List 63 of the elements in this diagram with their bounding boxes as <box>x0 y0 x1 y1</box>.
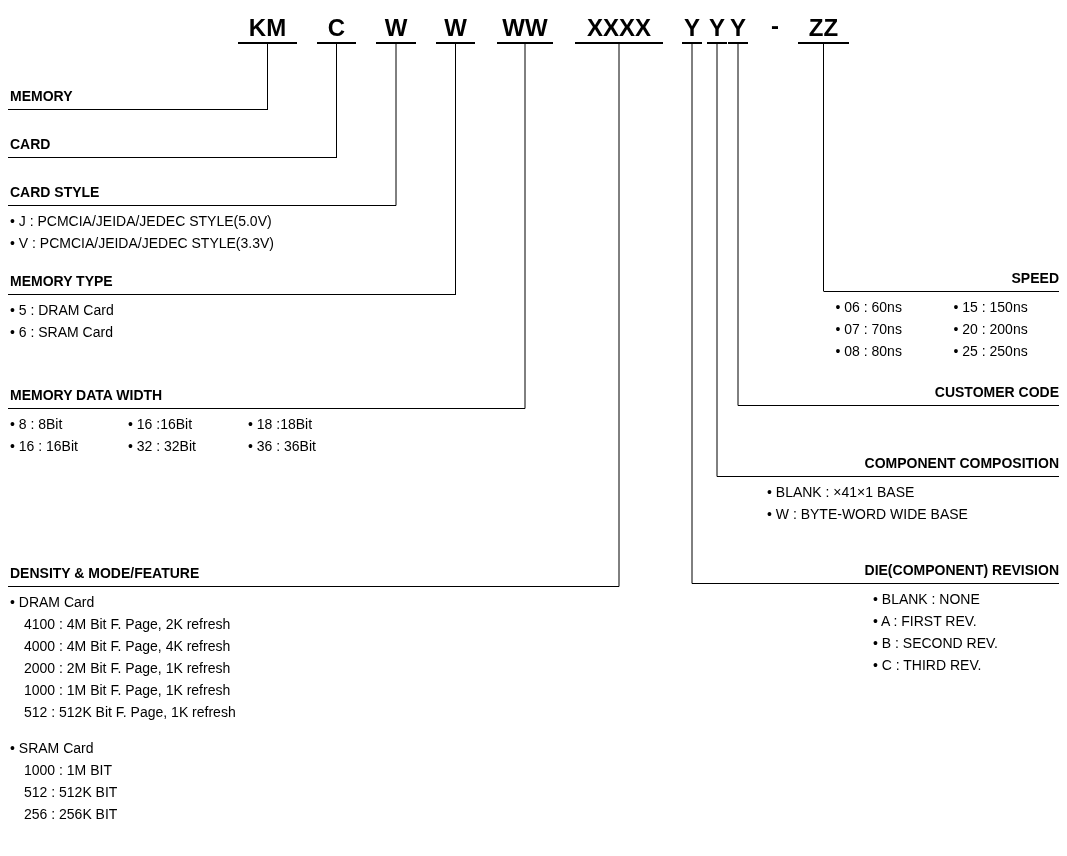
option-text: 4000 : 4M Bit F. Page, 4K refresh <box>24 637 231 656</box>
option-text: 4100 : 4M Bit F. Page, 2K refresh <box>24 615 231 634</box>
option-text: • 15 : 150ns <box>953 298 1029 317</box>
leader-line <box>395 43 397 206</box>
option-text: • V : PCMCIA/JEIDA/JEDEC STYLE(3.3V) <box>10 234 274 253</box>
field-heading: CARD <box>8 134 337 158</box>
option-text: 1000 : 1M BIT <box>24 761 112 780</box>
field-heading: COMPONENT COMPOSITION <box>717 453 1059 477</box>
field-heading: MEMORY TYPE <box>8 271 456 295</box>
option-text: • DRAM Card <box>10 593 95 612</box>
code-segment: W <box>376 10 416 44</box>
option-text: • 06 : 60ns <box>835 298 903 317</box>
code-segment: Y <box>682 10 702 44</box>
option-text: • 07 : 70ns <box>835 320 903 339</box>
option-text: • 18 :18Bit <box>248 415 314 434</box>
option-text: • W : BYTE-WORD WIDE BASE <box>767 505 968 524</box>
leader-line <box>823 43 824 292</box>
option-text: • 16 : 16Bit <box>10 437 79 456</box>
leader-line <box>455 43 456 295</box>
option-text: • C : THIRD REV. <box>873 656 982 675</box>
option-text: 512 : 512K Bit F. Page, 1K refresh <box>24 703 236 722</box>
field-heading: DIE(COMPONENT) REVISION <box>692 560 1059 584</box>
field-heading: CARD STYLE <box>8 182 396 206</box>
option-text: • 25 : 250ns <box>953 342 1029 361</box>
code-segment: KM <box>238 10 297 44</box>
option-text: • 6 : SRAM Card <box>10 323 113 342</box>
leader-line <box>336 43 337 158</box>
field-heading: MEMORY <box>8 86 268 110</box>
leader-line <box>267 43 268 110</box>
code-segment: Y <box>707 10 727 44</box>
leader-line <box>716 43 718 477</box>
code-segment: WW <box>497 10 553 44</box>
leader-line <box>737 43 739 406</box>
option-text: • 8 : 8Bit <box>10 415 64 434</box>
option-text: • 5 : DRAM Card <box>10 301 114 320</box>
field-heading: CUSTOMER CODE <box>738 382 1059 406</box>
leader-line <box>691 43 693 584</box>
leader-line <box>618 43 620 587</box>
option-text: • 16 :16Bit <box>128 415 194 434</box>
code-segment: C <box>317 10 356 44</box>
option-text: • 08 : 80ns <box>835 342 903 361</box>
option-text: 1000 : 1M Bit F. Page, 1K refresh <box>24 681 231 700</box>
code-segment: XXXX <box>575 10 663 44</box>
code-segment: W <box>436 10 475 44</box>
option-text: • 20 : 200ns <box>953 320 1029 339</box>
option-text: • 32 : 32Bit <box>128 437 197 456</box>
option-text: 2000 : 2M Bit F. Page, 1K refresh <box>24 659 231 678</box>
code-segment: Y <box>728 10 748 44</box>
option-text: • SRAM Card <box>10 739 94 758</box>
option-text: • B : SECOND REV. <box>873 634 998 653</box>
option-text: • A : FIRST REV. <box>873 612 977 631</box>
field-heading: SPEED <box>823 268 1059 292</box>
code-segment: ZZ <box>798 10 849 44</box>
leader-line <box>524 43 526 409</box>
option-text: • BLANK : ×41×1 BASE <box>767 483 915 502</box>
option-text: • J : PCMCIA/JEIDA/JEDEC STYLE(5.0V) <box>10 212 272 231</box>
option-text: • BLANK : NONE <box>873 590 980 609</box>
option-text: 512 : 512K BIT <box>24 783 118 802</box>
option-text: • 36 : 36Bit <box>248 437 317 456</box>
option-text: 256 : 256K BIT <box>24 805 118 824</box>
separator-dash: - <box>771 12 779 40</box>
field-heading: DENSITY & MODE/FEATURE <box>8 563 619 587</box>
field-heading: MEMORY DATA WIDTH <box>8 385 525 409</box>
